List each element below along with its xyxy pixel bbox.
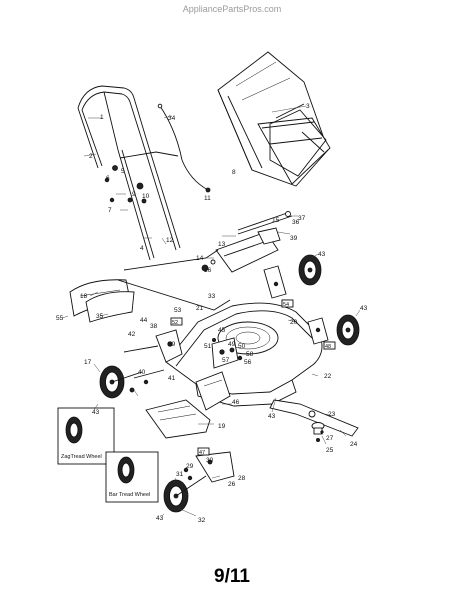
callout-15: 15 [272,217,280,224]
callout-36: 36 [292,219,300,226]
callout-34: 34 [168,115,176,122]
callout-2: 2 [89,153,93,160]
callout-48: 48 [325,344,331,350]
front-axle-parts [175,451,235,497]
callout-11: 11 [204,195,211,202]
page-number: 9/11 [214,566,250,587]
callout-53: 53 [174,307,182,314]
callout-29: 29 [186,463,194,470]
callout-9: 9 [132,191,136,198]
callout-25: 25 [326,447,334,454]
hinge-rod [237,211,293,235]
bag-frame [269,103,327,177]
upper-handle [77,85,147,169]
callout-4: 4 [140,245,144,252]
callout-32: 32 [198,517,206,524]
callout-17: 17 [84,359,92,366]
mower-blade [269,399,359,437]
callout-13: 13 [218,241,226,248]
callout-23: 23 [328,411,336,418]
callout-28: 28 [238,475,246,482]
mower-deck [165,302,323,407]
callout-27: 27 [326,435,334,442]
callout-51: 51 [204,343,212,350]
callout-37: 37 [298,215,306,222]
callout-39: 39 [290,235,298,242]
callout-42: 42 [128,331,136,338]
callout-59: 59 [168,341,176,348]
callout-56: 56 [244,359,252,366]
callout-43d: 43 [268,413,276,420]
callout-8: 8 [232,169,236,176]
callout-58: 58 [246,351,254,358]
rear-hitch-parts [201,259,216,272]
handle-knobs [104,165,147,204]
callout-3: 3 [306,103,310,110]
deck-baffle [195,371,231,411]
callout-43e: 43 [156,515,164,522]
handle-bracket-rod [117,249,231,311]
callout-16: 16 [204,267,212,274]
wheel-rear-upper [298,254,322,286]
callout-41: 41 [168,375,176,382]
callout-49: 49 [228,341,236,348]
mulch-shield [85,291,135,323]
callout-33: 33 [208,293,216,300]
bar-tread-wheel-inset: Bar Tread Wheel [105,451,159,503]
ref-box-48 [323,341,336,350]
callout-43: 43 [318,251,326,258]
zagtread-wheel-label: ZagTread Wheel [61,454,102,460]
callout-26: 26 [228,481,236,488]
bar-tread-wheel-label: Bar Tread Wheel [109,492,150,498]
callout-50: 50 [238,343,246,350]
ref-box-52 [170,317,183,326]
callout-35: 35 [96,313,104,320]
callout-1: 1 [100,114,104,121]
lower-handle [117,137,181,261]
callout-numbers: 1 2 3 4 5 6 7 8 9 10 11 12 13 14 15 16 1… [56,103,368,524]
callout-43b: 43 [360,305,368,312]
callout-43c: 43 [92,409,100,416]
callout-55: 55 [56,315,64,322]
callout-46: 46 [232,399,240,406]
callout-10: 10 [142,193,150,200]
callout-22: 22 [324,373,332,380]
callout-19: 19 [218,423,226,430]
callout-45: 45 [218,327,226,334]
callout-7: 7 [108,207,112,214]
leader-lines [61,105,361,517]
front-shield [145,399,211,439]
callout-14: 14 [196,255,204,262]
zagtread-wheel-inset: ZagTread Wheel [57,407,115,465]
engine-mount-hardware [211,337,243,369]
blade-adapter [311,422,325,442]
callout-6: 6 [106,175,110,182]
callout-5: 5 [121,168,125,175]
callout-30: 30 [206,457,214,464]
control-cable [157,103,211,193]
callout-40: 40 [138,369,146,376]
callout-54: 54 [283,302,289,308]
rear-door [215,227,281,273]
grass-bag [217,51,331,187]
callout-24: 24 [350,441,358,448]
callout-52: 52 [172,320,178,326]
callout-18: 18 [80,293,88,300]
wheel-rear-lower [336,314,360,346]
callout-21: 21 [196,305,204,312]
height-adjuster-left [123,329,183,379]
source-watermark: AppliancePartsPros.com [182,4,282,14]
callout-44: 44 [140,317,148,324]
callout-31: 31 [176,471,184,478]
callout-20: 20 [290,319,298,326]
callout-38: 38 [150,323,158,330]
callout-47: 47 [199,450,205,456]
ref-box-54 [281,299,294,308]
callout-12: 12 [166,237,174,244]
ref-box-47 [197,447,210,456]
callout-57: 57 [222,357,230,364]
